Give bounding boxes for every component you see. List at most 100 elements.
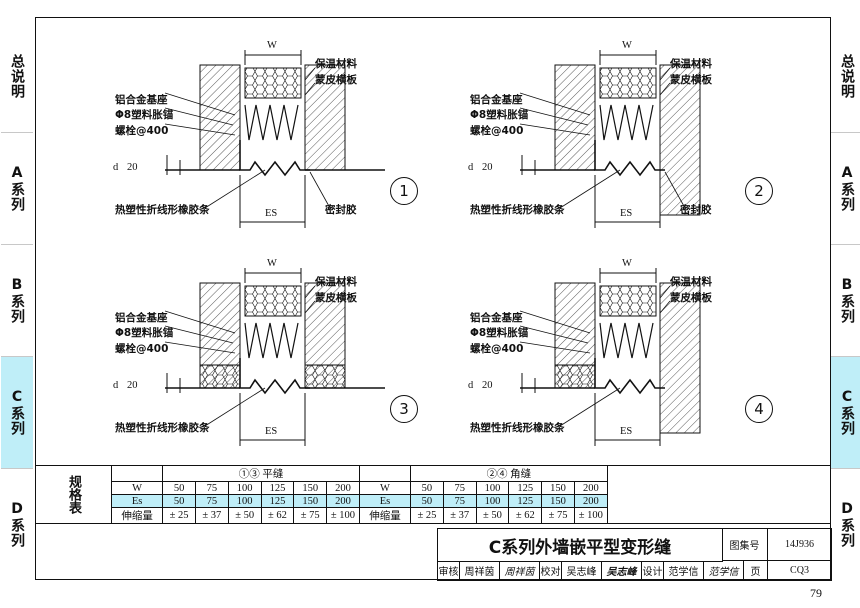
- side-tab-label: B系列: [9, 276, 25, 324]
- drawing-title: C系列外墙嵌平型变形缝: [438, 529, 723, 562]
- side-tab-right-1[interactable]: 总说明: [831, 20, 860, 132]
- side-tab-label: 总说明: [839, 53, 855, 99]
- spec-cell: ± 25: [162, 507, 196, 524]
- spec-blank: [358, 465, 412, 482]
- check-label: 校对: [540, 561, 562, 581]
- dim-es-label: ES: [265, 208, 278, 219]
- bolt-label: 螺栓@400: [470, 343, 524, 355]
- tab-divider: [831, 132, 860, 133]
- strip-label: 热塑性折线形橡胶条: [470, 204, 565, 216]
- board-label: 蒙皮横板: [315, 292, 357, 304]
- side-tab-label: C系列: [9, 388, 25, 436]
- strip-label: 热塑性折线形橡胶条: [470, 422, 565, 434]
- side-tab-right-3[interactable]: B系列: [831, 244, 860, 356]
- spec-left-header: ①③ 平缝: [162, 465, 360, 482]
- side-tab-label: D系列: [9, 500, 25, 548]
- spec-cell: ± 37: [194, 507, 229, 524]
- spec-cell: 50: [162, 494, 196, 508]
- spec-cell: 150: [541, 481, 575, 495]
- side-tab-right-5[interactable]: D系列: [831, 468, 860, 580]
- spec-cell: ± 75: [541, 507, 575, 524]
- side-tab-label: A系列: [9, 164, 25, 212]
- dim-d-label: d: [113, 380, 119, 391]
- spec-cell: 100: [475, 494, 510, 508]
- spec-cell: 200: [326, 481, 360, 495]
- spec-empty: [606, 465, 831, 524]
- dim-w-label: W: [622, 40, 632, 51]
- spec-cell: 50: [410, 481, 444, 495]
- spec-cell: 150: [293, 481, 328, 495]
- spec-row-name: Es: [111, 494, 164, 508]
- designer-signature: 范学信: [704, 561, 744, 581]
- insulation-label: 保温材料: [670, 276, 712, 288]
- dim-d-label: d: [113, 162, 119, 173]
- spec-cell: 200: [573, 481, 608, 495]
- spec-cell: 75: [442, 494, 477, 508]
- page-label: 页: [744, 561, 768, 581]
- spec-cell: 75: [442, 481, 477, 495]
- spec-cell: 50: [162, 481, 196, 495]
- dim-20-label: 20: [482, 162, 493, 173]
- spec-cell: 200: [326, 494, 360, 508]
- dim-d-label: d: [468, 380, 474, 391]
- spec-cell: 75: [194, 494, 229, 508]
- spec-cell: ± 50: [227, 507, 262, 524]
- page-number: 79: [810, 586, 822, 600]
- dim-es-label: ES: [620, 426, 633, 437]
- sealant-label: 密封胶: [680, 204, 712, 216]
- base-label: 铝合金基座: [470, 94, 523, 106]
- side-tab-right-4[interactable]: C系列: [831, 356, 860, 468]
- title-block: C系列外墙嵌平型变形缝 图集号 14J936 审核 周祥茵 周祥茵 校对 吴志峰…: [437, 528, 832, 581]
- side-tab-left-5[interactable]: D系列: [1, 468, 33, 580]
- detail-number-circle: 1: [390, 177, 418, 205]
- bolt-label: 螺栓@400: [470, 125, 524, 137]
- side-tab-label: C系列: [839, 388, 855, 436]
- spec-cell: ± 100: [573, 507, 608, 524]
- spec-cell: ± 75: [293, 507, 328, 524]
- side-tab-left-1[interactable]: 总说明: [1, 20, 33, 132]
- designer-name: 范学信: [664, 561, 704, 581]
- spec-row-name: Es: [358, 494, 412, 508]
- bolt-label: 螺栓@400: [115, 125, 169, 137]
- side-tab-left-2[interactable]: A系列: [1, 132, 33, 244]
- side-tab-left-3[interactable]: B系列: [1, 244, 33, 356]
- spec-cell: ± 100: [326, 507, 360, 524]
- base-label: 铝合金基座: [115, 312, 168, 324]
- tab-divider: [831, 468, 860, 469]
- tab-divider: [1, 468, 33, 469]
- dim-20-label: 20: [127, 380, 138, 391]
- side-tab-label: 总说明: [9, 53, 25, 99]
- checker-name: 吴志峰: [562, 561, 602, 581]
- side-tab-label: B系列: [839, 276, 855, 324]
- insulation-label: 保温材料: [315, 276, 357, 288]
- bolt-label: 螺栓@400: [115, 343, 169, 355]
- side-tab-label: D系列: [839, 500, 855, 548]
- spec-cell: 150: [541, 494, 575, 508]
- dim-20-label: 20: [482, 380, 493, 391]
- dim-w-label: W: [267, 258, 277, 269]
- design-label: 设计: [642, 561, 664, 581]
- reviewer-signature: 周祥茵: [500, 561, 540, 581]
- spec-side-label: 规格表: [34, 465, 113, 524]
- spec-cell: 125: [508, 481, 543, 495]
- strip-label: 热塑性折线形橡胶条: [115, 204, 210, 216]
- side-tab-right-2[interactable]: A系列: [831, 132, 860, 244]
- spec-row-name: W: [358, 481, 412, 495]
- spec-cell: ± 62: [508, 507, 543, 524]
- atlas-number: 14J936: [768, 529, 832, 561]
- side-tab-left-4[interactable]: C系列: [1, 356, 33, 468]
- reviewer-name: 周祥茵: [460, 561, 500, 581]
- spec-blank: [111, 465, 164, 482]
- insulation-label: 保温材料: [315, 58, 357, 70]
- spec-cell: 125: [260, 494, 295, 508]
- strip-label: 热塑性折线形橡胶条: [115, 422, 210, 434]
- board-label: 蒙皮横板: [315, 74, 357, 86]
- detail-number-circle: 2: [745, 177, 773, 205]
- tab-divider: [1, 356, 33, 357]
- dim-w-label: W: [267, 40, 277, 51]
- tab-divider: [1, 244, 33, 245]
